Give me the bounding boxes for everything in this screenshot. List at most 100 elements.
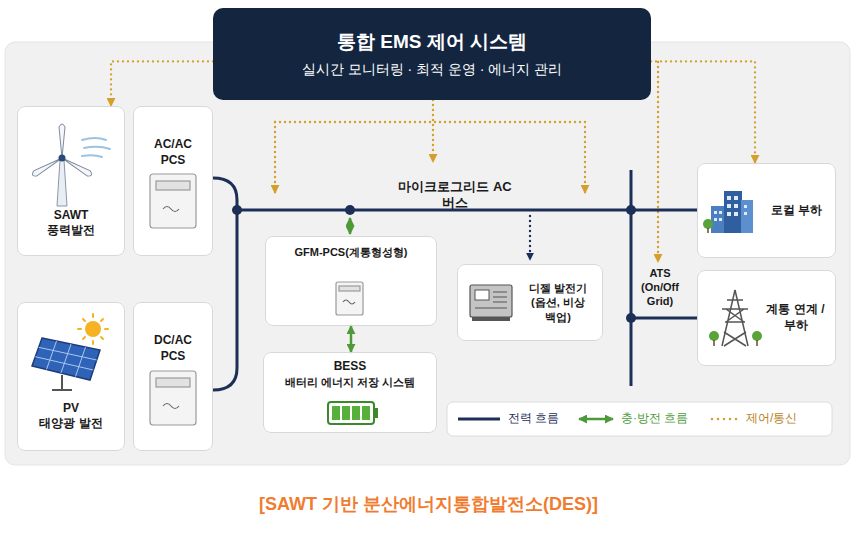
box-title: BESS	[334, 359, 367, 375]
solar-panel-icon	[78, 328, 81, 330]
legend-box	[712, 418, 738, 421]
box-fill	[263, 352, 437, 433]
solar-panel-icon	[61, 344, 71, 373]
building-icon	[744, 205, 747, 208]
bus-junction	[626, 205, 636, 215]
box-subtitle: 배터리 에너지 저장 시스템	[285, 375, 415, 389]
bus-junction	[626, 313, 636, 323]
generator-icon	[475, 290, 489, 300]
building-icon	[703, 219, 713, 229]
building-icon	[727, 196, 731, 200]
pcs-cabinet-icon	[156, 378, 190, 387]
pylon-icon	[714, 340, 757, 346]
power-line	[630, 170, 633, 386]
wind-turbine-icon	[82, 155, 102, 157]
box-title: 계통 연계 /부하	[765, 302, 827, 333]
box-title: SAWT	[54, 208, 89, 224]
battery-icon	[362, 406, 370, 420]
generator-icon	[470, 285, 512, 321]
box-fill	[133, 302, 213, 451]
component-box: 로컬 부하	[697, 163, 836, 258]
solar-panel-icon	[83, 319, 85, 321]
box-title: PV	[63, 401, 79, 417]
box-title: GFM-PCS(계통형성형)	[294, 245, 407, 259]
generator-icon	[475, 292, 507, 308]
control-line	[274, 122, 276, 193]
building-icon	[734, 212, 738, 216]
building-icon	[714, 218, 717, 221]
building-icon	[727, 212, 731, 216]
control-line	[657, 62, 659, 262]
background-panel	[5, 42, 850, 465]
box-fill	[697, 270, 836, 366]
battery-icon	[374, 408, 378, 418]
generator-icon	[470, 285, 512, 317]
solar-panel-icon	[85, 321, 101, 337]
control-line	[432, 100, 434, 162]
solar-panel-icon	[76, 347, 86, 377]
solar-panel-icon	[101, 337, 103, 339]
solar-panel-icon	[39, 347, 97, 360]
solar-panel-icon	[47, 341, 57, 370]
box-title: 통합 EMS 제어 시스템	[337, 30, 527, 55]
box-fill	[697, 163, 836, 258]
battery-icon	[352, 406, 360, 420]
solar-panel-icon	[52, 375, 72, 390]
control-arrow	[651, 61, 755, 163]
solar-panel-icon	[101, 319, 103, 321]
control-line	[584, 122, 586, 193]
box-title: DC/AC PCS	[149, 333, 197, 364]
diesel-link	[529, 216, 531, 260]
pylon-icon	[709, 331, 719, 341]
building-icon	[744, 212, 747, 215]
box-title: 로컬 부하	[771, 203, 822, 219]
caption: [SAWT 기반 분산에너지통합발전소(DES)]	[0, 493, 857, 516]
component-box: SAWT풍력발전	[17, 106, 125, 256]
box-title: 디젤 발전기 (옵션, 비상 백업)	[524, 281, 592, 324]
charge-arrow	[350, 326, 353, 352]
control-line	[275, 121, 585, 123]
component-box: 디젤 발전기 (옵션, 비상 백업)	[457, 264, 603, 341]
wind-turbine-icon	[82, 138, 106, 140]
battery-icon	[342, 406, 350, 420]
battery-icon	[328, 402, 374, 424]
component-box: DC/AC PCS	[133, 302, 213, 451]
battery-icon	[332, 406, 340, 420]
legend-text: 전력 흐름	[508, 411, 559, 426]
pcs-cabinet-icon	[163, 404, 179, 409]
component-box: 계통 연계 /부하	[697, 270, 836, 366]
building-icon	[734, 196, 738, 200]
pylon-icon	[722, 290, 748, 346]
power-line	[631, 317, 697, 320]
pcs-cabinet-icon	[336, 282, 363, 315]
pcs-cabinet-icon	[150, 371, 196, 425]
legend-box	[447, 402, 832, 436]
solar-panel-icon	[32, 314, 108, 390]
control-arrow	[111, 61, 213, 106]
legend-box	[579, 418, 613, 421]
legend-text: 충·방전 흐름	[621, 411, 688, 426]
charge-arrow	[349, 218, 352, 234]
pcs-cabinet-icon	[339, 286, 360, 291]
pylon-icon	[752, 331, 762, 341]
legend-box	[458, 418, 500, 421]
building-icon	[719, 211, 722, 214]
component-box: PV태양광 발전	[17, 302, 125, 451]
box-subtitle: 실시간 모니터링 · 최적 운영 · 에너지 관리	[302, 60, 563, 78]
bus-junction	[345, 205, 355, 215]
wind-turbine-icon	[84, 147, 110, 149]
pcs-cabinet-icon	[343, 300, 355, 304]
building-icon	[727, 204, 731, 208]
component-box: BESS배터리 에너지 저장 시스템	[263, 352, 437, 433]
box-fill	[17, 302, 125, 451]
building-icon	[714, 196, 747, 221]
wind-turbine-icon	[82, 138, 110, 157]
solar-panel-icon	[105, 328, 108, 330]
solar-panel-icon	[35, 357, 93, 370]
building-icon	[724, 191, 742, 233]
building-icon	[734, 204, 738, 208]
wind-turbine-icon	[59, 124, 65, 158]
legend-box	[447, 402, 832, 436]
component-box: AC/AC PCS	[133, 106, 213, 256]
